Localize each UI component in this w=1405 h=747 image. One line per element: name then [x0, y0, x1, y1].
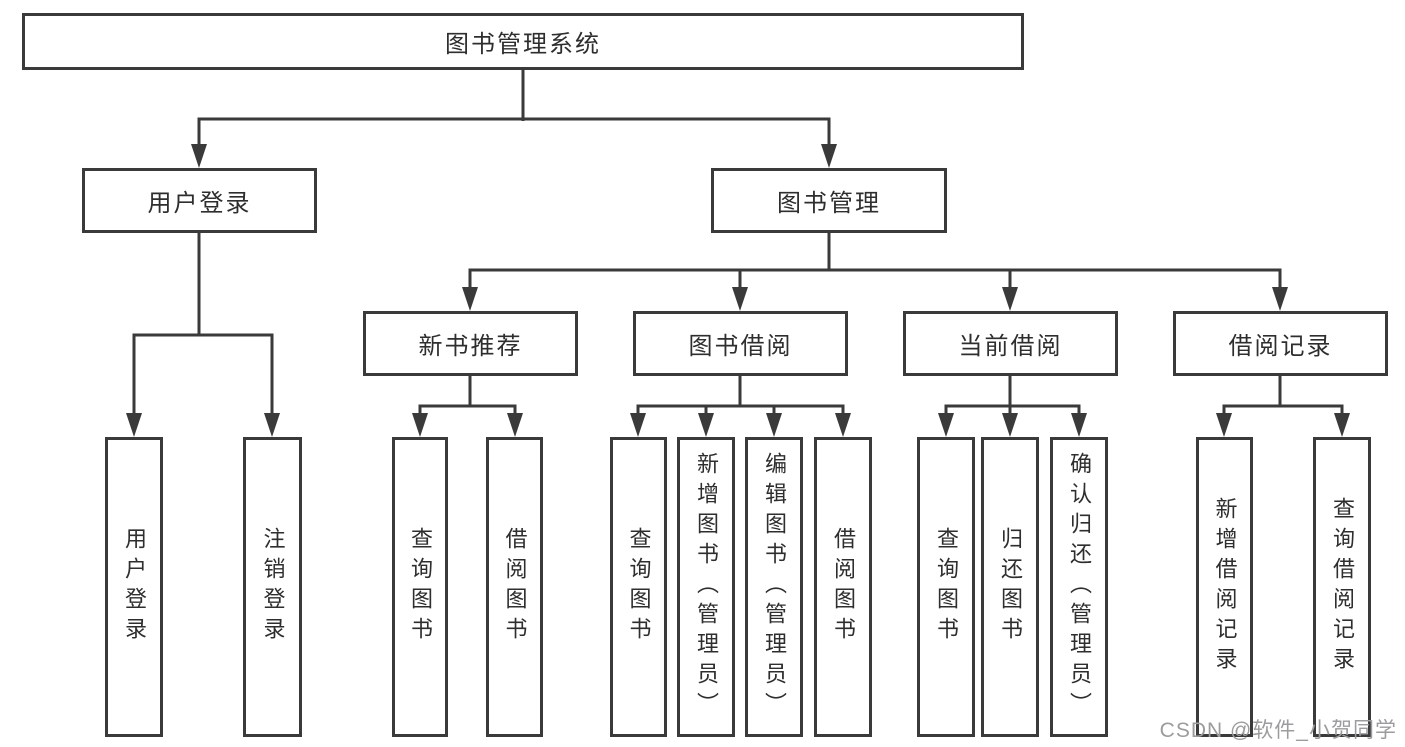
- leaf-add-borrow-record-label: 新增借阅记录: [1212, 497, 1238, 677]
- leaf-return-book: 归还图书: [981, 437, 1039, 737]
- leaf-logout: 注销登录: [243, 437, 302, 737]
- leaf-confirm-return-admin: 确认归还（管理员）: [1050, 437, 1108, 737]
- leaf-confirm-return-admin-label: 确认归还（管理员）: [1067, 452, 1092, 722]
- leaf-query-books-current: 查询图书: [917, 437, 975, 737]
- node-new-book-recommend: 新书推荐: [363, 311, 578, 376]
- leaf-query-books-current-label: 查询图书: [934, 527, 959, 647]
- watermark: CSDN @软件_小贺同学: [1159, 719, 1397, 742]
- node-current-borrow: 当前借阅: [903, 311, 1118, 376]
- node-book-borrow-label: 图书借阅: [688, 333, 793, 360]
- node-book-management: 图书管理: [711, 168, 947, 233]
- leaf-borrow-books-label: 借阅图书: [831, 527, 856, 647]
- node-book-borrow: 图书借阅: [633, 311, 848, 376]
- node-borrow-records: 借阅记录: [1173, 311, 1388, 376]
- leaf-user-login: 用户登录: [105, 437, 163, 737]
- leaf-borrow-books: 借阅图书: [814, 437, 872, 737]
- leaf-query-borrow-record-label: 查询借阅记录: [1330, 497, 1355, 677]
- leaf-add-book-admin: 新增图书（管理员）: [677, 437, 735, 737]
- leaf-user-login-label: 用户登录: [122, 527, 147, 647]
- leaf-query-books-recommend-label: 查询图书: [408, 527, 433, 647]
- leaf-borrow-books-recommend-label: 借阅图书: [502, 527, 528, 647]
- leaf-query-books-borrow-label: 查询图书: [626, 527, 652, 647]
- node-borrow-records-label: 借阅记录: [1228, 333, 1333, 360]
- leaf-query-borrow-record: 查询借阅记录: [1313, 437, 1371, 737]
- leaf-edit-book-admin: 编辑图书（管理员）: [745, 437, 803, 737]
- leaf-add-borrow-record: 新增借阅记录: [1196, 437, 1253, 737]
- leaf-borrow-books-recommend: 借阅图书: [486, 437, 543, 737]
- node-current-borrow-label: 当前借阅: [958, 333, 1063, 360]
- leaf-add-book-admin-label: 新增图书（管理员）: [694, 452, 719, 722]
- node-user-login-label: 用户登录: [147, 190, 252, 217]
- leaf-edit-book-admin-label: 编辑图书（管理员）: [762, 452, 787, 722]
- leaf-query-books-borrow: 查询图书: [610, 437, 667, 737]
- node-new-book-recommend-label: 新书推荐: [418, 333, 523, 360]
- node-root-label: 图书管理系统: [445, 31, 601, 58]
- node-root-system: 图书管理系统: [22, 13, 1024, 70]
- node-user-login: 用户登录: [82, 168, 317, 233]
- node-book-management-label: 图书管理: [777, 190, 881, 217]
- leaf-query-books-recommend: 查询图书: [392, 437, 448, 737]
- leaf-return-book-label: 归还图书: [998, 527, 1023, 647]
- leaf-logout-label: 注销登录: [260, 527, 286, 647]
